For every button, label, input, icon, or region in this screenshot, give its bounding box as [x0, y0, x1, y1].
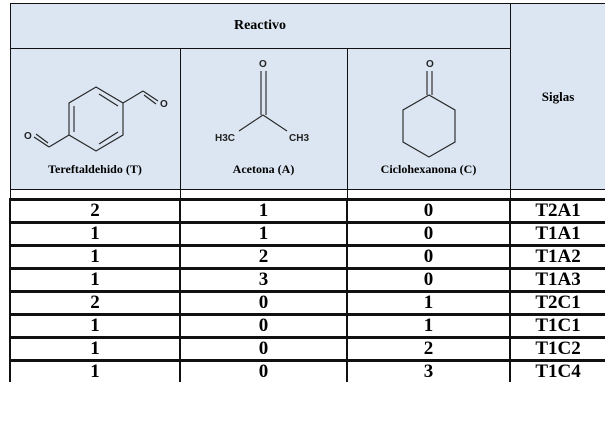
table-row: 1 0 2 T1C2: [9, 337, 605, 362]
acetone-structure-icon: O H3C CH3: [215, 59, 309, 144]
ciclohexanona-cell: 1: [345, 291, 512, 316]
ciclohexanona-cell: 2: [345, 337, 512, 362]
cyclohexanone-structure-icon: O: [401, 59, 456, 158]
reagent-header-acetona: O H3C CH3 Acetona (A): [179, 48, 348, 190]
acetona-cell: 0: [179, 291, 348, 316]
oxygen-label: O: [426, 59, 434, 70]
table-row: 1 0 1 T1C1: [9, 314, 605, 339]
acetona-cell: 0: [179, 360, 348, 382]
acetona-cell: 0: [179, 314, 348, 339]
oxygen-label: O: [259, 59, 267, 70]
siglas-cell: T1A2: [509, 245, 605, 270]
ciclohexanona-cell: 0: [345, 268, 512, 293]
ciclohexanona-cell: 0: [345, 245, 512, 270]
siglas-header: Siglas: [509, 3, 605, 190]
oxygen-label: O: [24, 131, 32, 142]
table-row: 1 2 0 T1A2: [9, 245, 605, 270]
siglas-cell: T2C1: [509, 291, 605, 316]
reagent-name: Acetona (A): [232, 162, 295, 176]
reagent-name: Ciclohexanona (C): [380, 162, 477, 176]
siglas-cell: T1A1: [509, 222, 605, 247]
siglas-cell: T1C2: [509, 337, 605, 362]
table-row: 1 0 3 T1C4: [9, 360, 605, 382]
header-separator: [9, 189, 605, 201]
reagent-table: Reactivo Siglas O O T: [9, 3, 605, 382]
reagent-table-container: Reactivo Siglas O O T: [9, 3, 605, 382]
table-row: 1 3 0 T1A3: [9, 268, 605, 293]
ciclohexanona-cell: 3: [345, 360, 512, 382]
tereftaldehido-cell: 1: [9, 314, 181, 339]
reagent-header-tereftaldehido: O O Tereftaldehido (T): [9, 48, 181, 190]
acetona-cell: 1: [179, 222, 348, 247]
methyl-label: H3C: [215, 133, 235, 144]
reactivo-header: Reactivo: [9, 3, 511, 49]
acetona-cell: 1: [179, 199, 348, 224]
reagent-name: Tereftaldehido (T): [48, 162, 142, 176]
ciclohexanona-cell: 0: [345, 222, 512, 247]
tereftaldehido-cell: 1: [9, 245, 181, 270]
ciclohexanona-cell: 1: [345, 314, 512, 339]
table-row: 1 1 0 T1A1: [9, 222, 605, 247]
table-row: 2 1 0 T2A1: [9, 199, 605, 224]
table-body: 2 1 0 T2A1 1 1 0 T1A1 1 2 0 T1A2 1 3 0 T…: [9, 199, 605, 382]
tereftaldehido-cell: 2: [9, 199, 181, 224]
tereftaldehido-cell: 1: [9, 268, 181, 293]
oxygen-label: O: [160, 99, 168, 110]
tereftaldehido-cell: 1: [9, 222, 181, 247]
tereftaldehido-cell: 1: [9, 337, 181, 362]
siglas-cell: T1C1: [509, 314, 605, 339]
ciclohexanona-cell: 0: [345, 199, 512, 224]
tereftaldehido-cell: 2: [9, 291, 181, 316]
siglas-cell: T2A1: [509, 199, 605, 224]
siglas-cell: T1A3: [509, 268, 605, 293]
reagent-header-ciclohexanona: O Ciclohexanona (C): [346, 48, 511, 190]
acetona-cell: 2: [179, 245, 348, 270]
acetona-cell: 3: [179, 268, 348, 293]
methyl-label: CH3: [289, 133, 309, 144]
terephthalaldehyde-structure-icon: O O: [24, 86, 168, 152]
table-row: 2 0 1 T2C1: [9, 291, 605, 316]
tereftaldehido-cell: 1: [9, 360, 181, 382]
acetona-cell: 0: [179, 337, 348, 362]
siglas-cell: T1C4: [509, 360, 605, 382]
